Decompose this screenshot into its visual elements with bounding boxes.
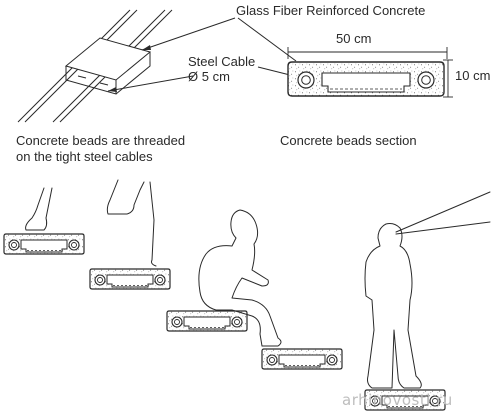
cable-diameter-label: Ø 5 cm	[188, 69, 230, 84]
threaded-bead-drawing	[17, 9, 173, 123]
walkway-bead	[3, 233, 85, 255]
section-caption: Concrete beads section	[280, 133, 417, 148]
bead-cross-section	[287, 47, 453, 98]
walkway-illustration	[3, 179, 491, 411]
steel-cable-label: Steel Cable	[188, 54, 256, 69]
walkway-bead	[261, 348, 343, 370]
walkway-bead	[166, 310, 248, 332]
threaded-caption-line2: on the tight steel cables	[16, 149, 153, 164]
threaded-caption-line1: Concrete beads are threaded	[16, 133, 186, 148]
walkway-bead	[89, 268, 171, 290]
gfrc-label: Glass Fiber Reinforced Concrete	[236, 3, 426, 18]
height-dimension-label: 10 cm	[455, 68, 491, 83]
watermark: arhinovosti.ru	[342, 391, 453, 409]
width-dimension-label: 50 cm	[336, 31, 372, 46]
